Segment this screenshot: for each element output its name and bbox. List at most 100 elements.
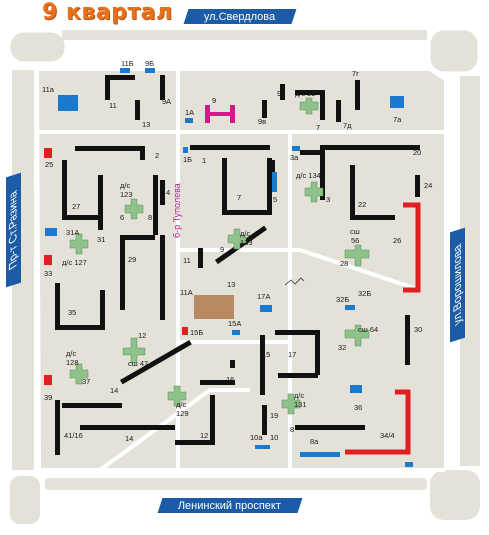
label-ds22: д/с 22 [295,89,316,98]
label-3: 3 [326,195,330,204]
label-20: 20 [413,148,421,157]
label-7g: 7г [352,69,359,78]
building-8 [153,175,158,235]
label-7-mid: 7 [237,193,241,202]
label-ds123-a: д/с [120,181,130,190]
label-39: 39 [44,393,52,402]
label-5: 5 [273,195,277,204]
label-8a: 8а [310,437,319,446]
label-11B: 11Б [121,59,134,68]
building-7d [336,100,341,122]
building-29 [120,235,155,240]
street-sverdlova-label: ул.Свердлова [204,10,276,23]
label-1B: 1Б [183,155,192,164]
corner-block-top-left [9,31,66,63]
label-2: 2 [155,151,159,160]
label-ds134: д/с 134 [296,171,321,180]
building-14 [62,403,122,408]
label-32B-right: 32Б [358,289,371,298]
building-7 [222,158,227,210]
building-39 [44,375,52,385]
building-4 [160,180,165,205]
label-9v: 9в [258,117,266,126]
label-11-mid: 11 [183,256,191,265]
building-11b-top [105,75,135,80]
label-12: 12 [138,331,146,340]
building-9g [280,84,285,100]
building-7a [390,96,404,108]
building-11a [58,95,78,111]
label-31: 31 [97,235,105,244]
building-7g [355,80,360,110]
building-17A [260,305,272,312]
label-22: 22 [358,200,366,209]
label-35: 35 [68,308,76,317]
label-ds128-a: д/с [66,349,76,358]
building-33 [44,255,52,265]
label-6: 6 [120,213,124,222]
building-7b [222,210,267,215]
building-35b [55,325,105,330]
label-24: 24 [424,181,432,190]
corner-block-bottom-left [10,476,40,524]
building-11b [105,80,110,100]
block-left-strip [12,70,34,470]
building-22b [350,215,395,220]
label-3a: 3а [290,153,299,162]
building-17c [278,373,318,378]
label-11-top: 11 [109,101,117,110]
block-bottom-strip [45,478,427,490]
building-24 [415,175,420,197]
school-47 [122,337,146,364]
label-17: 17 [288,350,296,359]
label-ds131-b: 131 [294,400,307,409]
label-16: 16 [226,375,234,384]
label-ds129-b: 129 [176,409,189,418]
label-31A: 31А [66,228,79,237]
label-13-mid: 13 [227,280,235,289]
building-9A [160,75,165,100]
label-ds131-a: д/с [294,391,304,400]
label-15B: 15Б [190,328,203,337]
street-voroshilova-label: ул.Ворошилова [451,241,464,329]
street-voroshilova: ул.Ворошилова [450,227,465,343]
building-36 [350,385,362,393]
building-14b [119,340,192,385]
street-leninsky-label: Ленинский проспект [178,499,282,512]
label-34: 34/4 [380,431,395,440]
label-9B: 9Б [145,59,154,68]
label-ds128-b: 128 [66,358,79,367]
street-razina-label: Пр-т Ст.Разина [7,187,20,273]
label-36: 36 [354,403,362,412]
kindergarten-127 [69,233,89,255]
building-6b [62,215,102,220]
building-16 [200,380,235,385]
label-7a: 7а [393,115,402,124]
label-30: 30 [414,325,422,334]
kindergarten-22 [299,97,319,115]
label-12-bottom: 12 [200,431,208,440]
corner-block-top-right [429,29,479,73]
label-sh56-a: сш [350,227,360,236]
school-64 [344,324,370,347]
label-14: 14 [110,386,118,395]
building-34 [345,389,411,455]
label-32B: 32Б [336,295,349,304]
kindergarten-129 [167,385,187,407]
building-30 [405,315,410,365]
building-35c [100,290,105,328]
kindergarten-123 [124,198,144,220]
label-sh64: сш 64 [358,325,378,334]
school-56 [344,244,370,267]
building-16b [230,360,235,368]
block-right-strip [460,76,480,466]
building-10 [262,405,267,435]
building-8a [300,452,340,457]
building-17 [275,330,315,335]
building-8b [295,425,365,430]
building-12b [210,395,215,445]
label-9: 9 [212,96,216,105]
building-2 [75,146,145,151]
building-9-pink [205,105,235,123]
building-22 [350,165,355,215]
